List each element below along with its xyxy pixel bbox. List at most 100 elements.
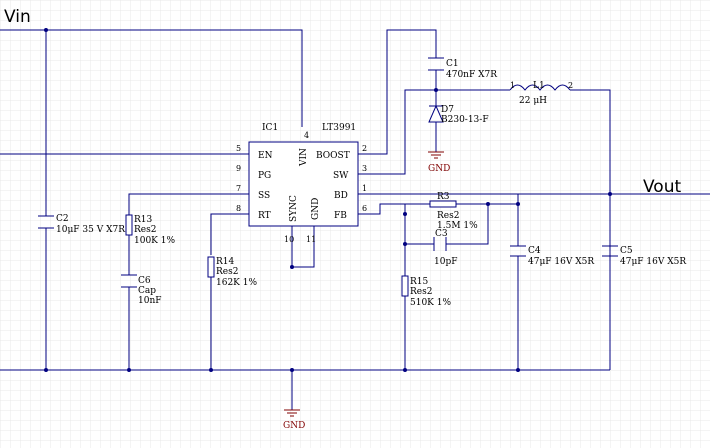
junction-dot <box>44 368 48 372</box>
ic1-ref: IC1 <box>262 123 278 133</box>
pin-fb-num: 6 <box>362 204 367 213</box>
r14-ref: R14 <box>216 257 235 267</box>
r3-resistor[interactable]: R3 Res2 1.5M 1% <box>429 192 478 231</box>
c1-capacitor[interactable]: C1 470nF X7R <box>428 57 497 80</box>
pin-vin-name: VIN <box>299 148 309 167</box>
c5-ref: C5 <box>620 246 633 256</box>
c1-plates <box>428 57 444 71</box>
r15-value: 510K 1% <box>410 298 451 308</box>
c2-ref: C2 <box>56 214 69 224</box>
d7-diode[interactable]: D7 B230-13-F <box>428 104 489 125</box>
pin-sw-num: 3 <box>362 164 367 173</box>
c2-value: 10μF 35 V X7R <box>56 225 125 235</box>
pin-boost-num: 2 <box>362 144 367 153</box>
l1-value: 22 μH <box>519 96 547 106</box>
l1-pin2: 2 <box>568 81 573 90</box>
pin-gnd-num: 11 <box>306 235 316 244</box>
junction-dot <box>486 202 490 206</box>
c5-capacitor[interactable]: C5 47μF 16V X5R <box>602 245 686 370</box>
r3-body <box>429 200 457 208</box>
pin-vin-num: 4 <box>304 131 309 140</box>
diode-gnd-label: GND <box>428 164 450 174</box>
c4-plates <box>510 245 526 257</box>
pin-en-name: EN <box>258 151 273 161</box>
c3-capacitor[interactable]: C3 10pF <box>433 229 457 267</box>
ic1-body[interactable]: IC1 LT3991 5 9 7 8 4 10 11 2 3 1 6 EN PG… <box>236 123 367 244</box>
r14-body <box>207 256 215 278</box>
pin-rt-name: RT <box>258 211 271 221</box>
junction-dot <box>209 368 213 372</box>
pin-fb-name: FB <box>334 211 347 221</box>
boost-wire <box>358 29 437 155</box>
junction-dot <box>516 368 520 372</box>
junction-dot <box>44 28 48 32</box>
c6-capacitor[interactable]: C6 Cap 10nF <box>121 274 162 306</box>
main-ground-symbol: GND <box>283 409 305 431</box>
wires <box>0 29 710 410</box>
r14-value: 162K 1% <box>216 278 257 288</box>
r13-resistor[interactable]: R13 Res2 100K 1% <box>125 214 175 246</box>
c2-plates <box>38 215 54 229</box>
ground-icon <box>284 409 300 417</box>
main-gnd-label: GND <box>283 421 305 431</box>
c1-value: 470nF X7R <box>446 70 497 80</box>
pin-ss-name: SS <box>258 191 270 201</box>
vout-net-label: Vout <box>643 177 681 197</box>
r13-body <box>125 214 133 236</box>
r3-type: Res2 <box>437 211 459 221</box>
pin-sync-name: SYNC <box>289 195 299 222</box>
ss-wire <box>128 193 249 370</box>
pin-pg-num: 9 <box>236 164 241 173</box>
l1-inductor[interactable]: 1 2 L1 22 μH <box>509 81 573 106</box>
c6-value: 10nF <box>138 296 162 306</box>
junction-dot <box>127 368 131 372</box>
c6-ref: C6 <box>138 276 151 286</box>
pin-gnd-name: GND <box>311 198 321 220</box>
r13-type: Res2 <box>134 225 156 235</box>
rt-wire <box>210 213 249 370</box>
l1-pin1: 1 <box>510 81 515 90</box>
r15-resistor[interactable]: R15 Res2 510K 1% <box>401 275 451 308</box>
c3-plates <box>433 237 447 251</box>
c6-type: Cap <box>138 286 156 296</box>
r13-value: 100K 1% <box>134 236 175 246</box>
r15-body <box>401 275 409 297</box>
pin-en-num: 5 <box>236 144 241 153</box>
ic1-rectangle <box>248 141 359 227</box>
diode-ground-symbol: GND <box>428 151 450 174</box>
c3-ref: C3 <box>435 229 448 239</box>
c4-capacitor[interactable]: C4 47μF 16V X5R <box>510 245 594 267</box>
junctions <box>44 28 612 372</box>
r3-ref: R3 <box>437 192 450 202</box>
junction-dot <box>403 212 407 216</box>
c6-plates <box>121 274 137 288</box>
c2-capacitor[interactable]: C2 10μF 35 V X7R <box>38 214 125 235</box>
ic-gnd-wire <box>291 226 315 268</box>
d7-value: B230-13-F <box>441 115 489 125</box>
d7-ref: D7 <box>441 105 454 115</box>
pin-rt-num: 8 <box>236 204 241 213</box>
junction-dot <box>290 368 294 372</box>
pin-ss-num: 7 <box>236 184 241 193</box>
vin-net-label: Vin <box>4 7 31 27</box>
r14-type: Res2 <box>216 267 238 277</box>
junction-dot <box>403 242 407 246</box>
l1-ref: L1 <box>533 81 545 91</box>
ground-icon <box>428 151 444 159</box>
pin-pg-name: PG <box>258 171 271 181</box>
junction-dot <box>516 202 520 206</box>
r14-resistor[interactable]: R14 Res2 162K 1% <box>207 256 257 288</box>
c4-value: 47μF 16V X5R <box>528 257 594 267</box>
pin-bd-num: 1 <box>362 184 367 193</box>
pin-bd-name: BD <box>334 191 348 201</box>
ic1-part: LT3991 <box>322 123 356 133</box>
r13-ref: R13 <box>134 215 153 225</box>
pin-boost-name: BOOST <box>316 151 350 161</box>
d7-triangle <box>428 104 444 123</box>
c4-ref: C4 <box>528 246 541 256</box>
c1-ref: C1 <box>446 59 459 69</box>
vin-wire <box>0 29 303 127</box>
junction-dot <box>434 88 438 92</box>
